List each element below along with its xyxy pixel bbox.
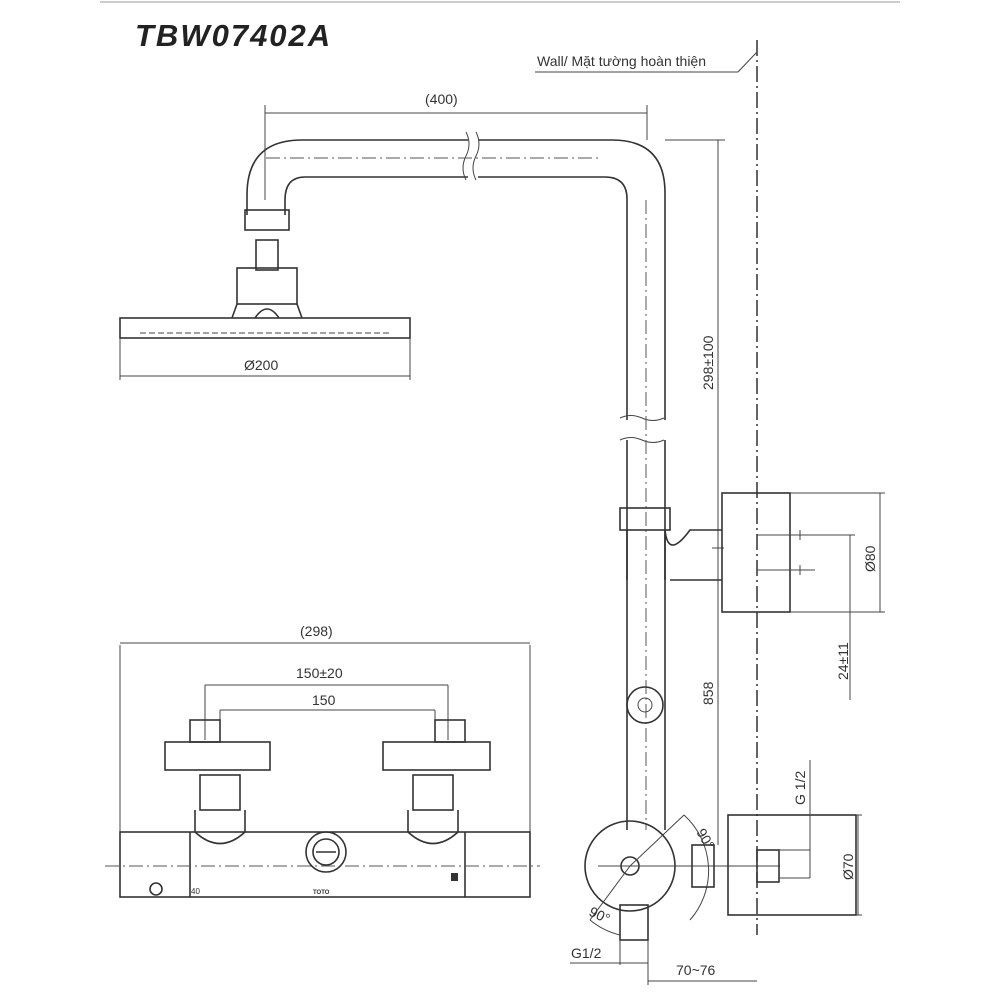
arm-length-dimension: (400) [264, 91, 648, 200]
svg-text:Ø80: Ø80 [862, 545, 878, 572]
svg-text:150: 150 [312, 692, 336, 708]
model-title: TBW07402A [135, 18, 332, 53]
brand-marking: TOTO [313, 890, 330, 896]
thermostat-front-view: (298) 150±20 150 40 TOTO [105, 623, 540, 898]
wall-label: Wall/ Mặt tường hoàn thiện [537, 53, 706, 69]
svg-text:24±11: 24±11 [835, 642, 851, 680]
height-dimensions: 298±100 858 [665, 139, 725, 845]
svg-text:G 1/2: G 1/2 [792, 771, 808, 805]
mixer-side-view: G 1/2 Ø70 90° 90° G1/2 70~76 [570, 760, 862, 985]
shower-arm-pipe [246, 131, 666, 830]
svg-text:(298): (298) [300, 623, 333, 639]
svg-text:G1/2: G1/2 [571, 945, 602, 961]
svg-text:858: 858 [700, 681, 716, 705]
wall-line: Wall/ Mặt tường hoàn thiện [535, 40, 758, 935]
svg-text:(400): (400) [425, 91, 458, 107]
svg-text:298±100: 298±100 [700, 335, 716, 390]
svg-text:Ø70: Ø70 [840, 853, 856, 880]
shower-head: Ø200 [119, 209, 411, 380]
svg-text:Ø200: Ø200 [244, 357, 278, 373]
svg-text:90°: 90° [587, 903, 613, 926]
svg-text:70~76: 70~76 [676, 962, 716, 978]
svg-text:150±20: 150±20 [296, 665, 343, 681]
temperature-marking: 40 [191, 887, 200, 896]
wall-bracket: Ø80 24±11 [619, 492, 885, 724]
